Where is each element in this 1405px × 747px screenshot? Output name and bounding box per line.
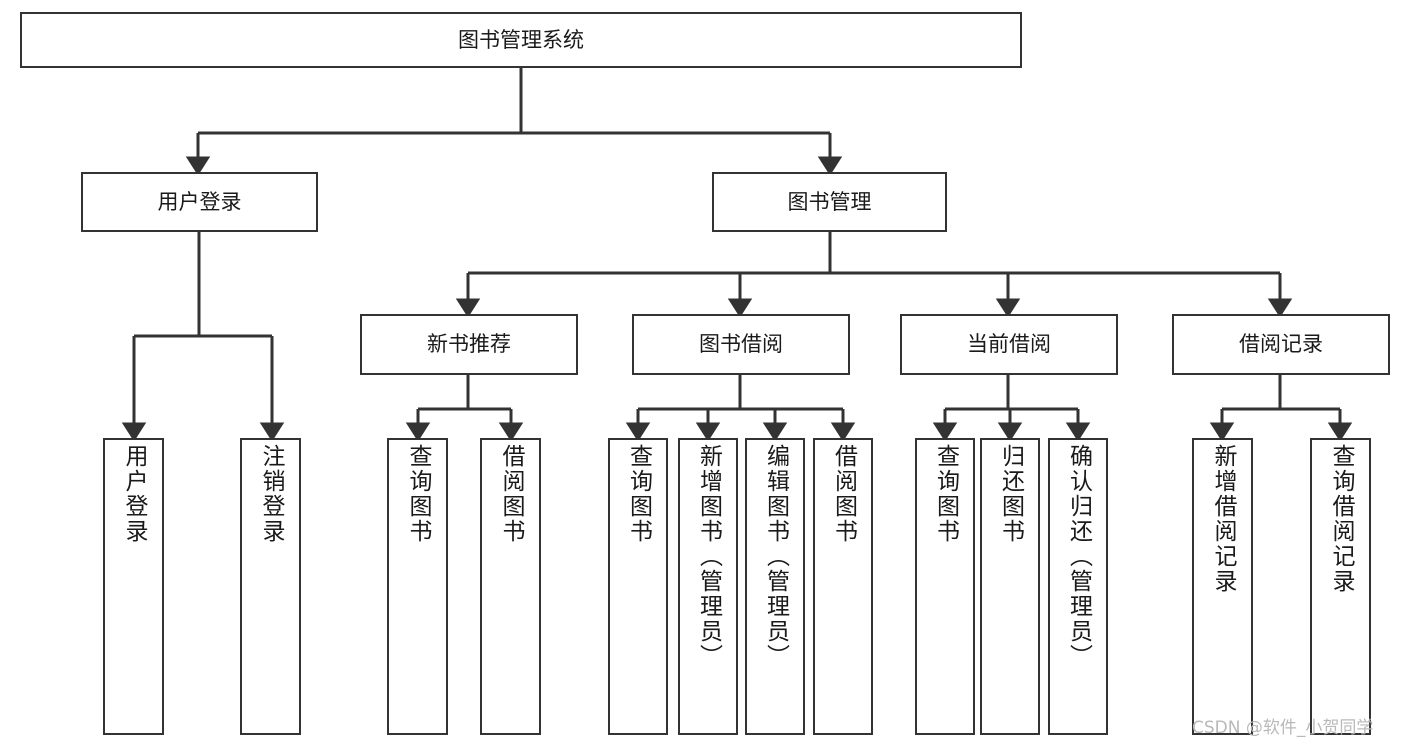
node-book-borrow-label: 图书借阅 (699, 332, 783, 357)
node-leaf-return-book[interactable]: 归还图书 (980, 438, 1040, 735)
node-leaf-query-book-3-label: 查询图书 (932, 444, 959, 544)
node-leaf-add-borrow-record[interactable]: 新增借阅记录 (1192, 438, 1253, 735)
node-leaf-return-book-label: 归还图书 (997, 444, 1024, 544)
node-leaf-edit-book[interactable]: 编辑图书（管理员） (745, 438, 805, 735)
node-root[interactable]: 图书管理系统 (20, 12, 1022, 68)
node-leaf-edit-book-label: 编辑图书（管理员） (762, 444, 789, 669)
node-leaf-borrow-book-1-label: 借阅图书 (498, 444, 524, 544)
node-new-book-recommend-label: 新书推荐 (427, 332, 511, 357)
node-leaf-query-book-2-label: 查询图书 (625, 444, 652, 544)
node-leaf-user-login[interactable]: 用户登录 (103, 438, 164, 735)
node-current-borrow[interactable]: 当前借阅 (900, 314, 1118, 375)
node-book-borrow[interactable]: 图书借阅 (632, 314, 850, 375)
node-leaf-add-borrow-record-label: 新增借阅记录 (1210, 444, 1236, 594)
watermark: CSDN @软件_小贺同学 (1192, 718, 1374, 738)
node-borrow-record-label: 借阅记录 (1239, 332, 1323, 357)
node-borrow-record[interactable]: 借阅记录 (1172, 314, 1390, 375)
node-leaf-add-book[interactable]: 新增图书（管理员） (678, 438, 738, 735)
node-leaf-logout-login[interactable]: 注销登录 (240, 438, 301, 735)
node-leaf-query-borrow-record[interactable]: 查询借阅记录 (1310, 438, 1371, 735)
node-current-borrow-label: 当前借阅 (967, 332, 1051, 357)
node-leaf-logout-login-label: 注销登录 (258, 444, 284, 544)
node-leaf-borrow-book-2-label: 借阅图书 (830, 444, 857, 544)
node-user-login-label: 用户登录 (157, 189, 242, 214)
node-leaf-query-book-3[interactable]: 查询图书 (915, 438, 975, 735)
node-leaf-query-book-1[interactable]: 查询图书 (387, 438, 448, 735)
node-leaf-user-login-label: 用户登录 (121, 444, 147, 544)
node-new-book-recommend[interactable]: 新书推荐 (360, 314, 578, 375)
node-leaf-add-book-label: 新增图书（管理员） (695, 444, 722, 669)
node-leaf-query-book-1-label: 查询图书 (405, 444, 431, 544)
node-book-management-label: 图书管理 (787, 189, 872, 214)
node-leaf-confirm-return[interactable]: 确认归还（管理员） (1048, 438, 1108, 735)
node-user-login[interactable]: 用户登录 (81, 172, 318, 232)
node-leaf-confirm-return-label: 确认归还（管理员） (1065, 444, 1092, 669)
node-book-management[interactable]: 图书管理 (712, 172, 947, 232)
node-leaf-query-book-2[interactable]: 查询图书 (608, 438, 668, 735)
node-leaf-borrow-book-2[interactable]: 借阅图书 (813, 438, 873, 735)
node-leaf-borrow-book-1[interactable]: 借阅图书 (480, 438, 541, 735)
node-root-label: 图书管理系统 (458, 27, 584, 52)
node-leaf-query-borrow-record-label: 查询借阅记录 (1328, 444, 1354, 594)
